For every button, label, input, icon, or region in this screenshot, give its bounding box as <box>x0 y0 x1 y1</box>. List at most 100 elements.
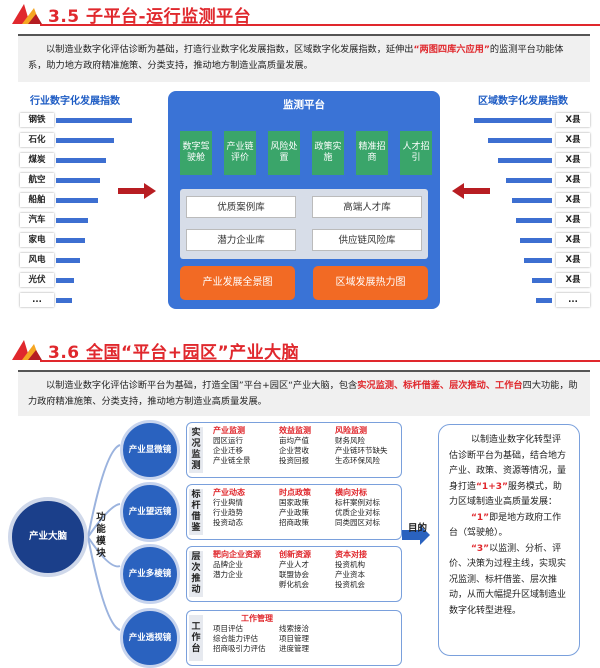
index-label: X县 <box>556 113 590 127</box>
module-item: 园区运行 <box>213 436 243 445</box>
goal-highlight: “1” <box>471 512 490 523</box>
intro-text-end: 的监测平台功能体系，助力地方政府精准施策、分类支持，推动地方制造业高质量发展。 <box>28 44 564 71</box>
index-label: X县 <box>556 153 590 167</box>
arrow-left-icon <box>452 183 490 199</box>
arrow-right-icon <box>118 183 156 199</box>
module-item: 产业链全景 <box>213 456 251 465</box>
module-column: 资本对接投资机构产业资本投资机会 <box>335 550 367 590</box>
index-label: X县 <box>556 133 590 147</box>
module-column: 效益监测亩均产值企业营收投资回报 <box>279 426 311 466</box>
index-row: ... <box>0 293 600 307</box>
module-item: 生态环保风险 <box>335 456 380 465</box>
goal-highlight: “3” <box>471 543 490 554</box>
index-row: 石化 <box>0 133 600 147</box>
index-label: X县 <box>556 233 590 247</box>
module-column: 靶向企业资源品牌企业潜力企业 <box>213 550 261 580</box>
module-item: 企业迁移 <box>213 446 243 455</box>
industry-index-title: 行业数字化发展指数 <box>30 96 120 107</box>
module-box: 工作台工作管理项目评估综合能力评估招商吸引力评估线索接洽项目管理进度管理 <box>186 610 402 666</box>
index-label: X县 <box>556 213 590 227</box>
module-item: 孵化机会 <box>279 580 309 589</box>
index-row: X县 <box>0 253 600 267</box>
index-bar <box>56 198 98 203</box>
index-label: ... <box>20 293 54 307</box>
module-column: 创新资源产业人才联盟协会孵化机会 <box>279 550 311 590</box>
module-column: 风险监测财务风险产业链环节缺失生态环保风险 <box>335 426 388 466</box>
section-title: 3.6 全国“平台+园区”产业大脑 <box>48 343 300 363</box>
module-item: 投资回报 <box>279 456 309 465</box>
index-label: X县 <box>556 273 590 287</box>
index-label: 光伏 <box>20 273 54 287</box>
module-column: 线索接洽项目管理进度管理 <box>279 624 309 654</box>
goal-highlight: “1+3” <box>476 481 508 492</box>
goal-text: 以监测、分析、评价、决策为过程主线，实现实况监测、标杆借鉴、层次推动，从而大幅提… <box>449 543 567 616</box>
index-row: X县 <box>0 213 600 227</box>
index-label: X县 <box>556 173 590 187</box>
index-label: X县 <box>556 253 590 267</box>
module-item: 产业链环节缺失 <box>335 446 388 455</box>
goal-text: 以制造业数字化转型评估诊断平台为基础，结合地方产业、政策、资源等情况，量身打造 <box>449 435 567 492</box>
module-item: 国家政策 <box>279 498 309 507</box>
monitoring-platform: 监测平台 数字驾驶舱产业链评价风险处置政策实施精准招商人才招引 优质案例库 高端… <box>168 91 440 309</box>
platform-app: 精准招商 <box>356 131 388 175</box>
section-title: 3.5 子平台-运行监测平台 <box>48 7 252 27</box>
module-column-header: 资本对接 <box>335 550 367 559</box>
index-label: 钢铁 <box>20 113 54 127</box>
index-bar <box>516 218 552 223</box>
index-label: 船舶 <box>20 193 54 207</box>
section-logo-icon <box>12 340 42 360</box>
index-bar <box>498 158 552 163</box>
index-row: ... <box>0 293 600 307</box>
goal-label: 目的 <box>408 523 428 534</box>
index-bar <box>536 298 552 303</box>
module-item: 招商吸引力评估 <box>213 644 266 653</box>
index-bar <box>56 298 72 303</box>
index-label: 家电 <box>20 233 54 247</box>
platform-app: 风险处置 <box>268 131 300 175</box>
module-column: 横向对标标杆案例对标优质企业对标同类园区对标 <box>335 488 380 528</box>
intro-highlight: “两图四库六应用” <box>413 44 490 55</box>
module-item: 企业营收 <box>279 446 309 455</box>
index-bar <box>56 118 132 123</box>
module-box: 层次推动靶向企业资源品牌企业潜力企业创新资源产业人才联盟协会孵化机会资本对接投资… <box>186 546 402 602</box>
module-box: 标杆借鉴产业动态行业舆情行业趋势投资动态时点政策国家政策产业政策招商政策横向对标… <box>186 484 402 540</box>
platform-app: 产业链评价 <box>224 131 256 175</box>
goal-description: 以制造业数字化转型评估诊断平台为基础，结合地方产业、政策、资源等情况，量身打造“… <box>438 424 580 656</box>
index-label: 风电 <box>20 253 54 267</box>
module-item: 投资动态 <box>213 518 243 527</box>
intro-highlight: 实况监测、标杆借鉴、层次推动、工作台 <box>357 380 523 391</box>
section-3-6-header: 3.6 全国“平台+园区”产业大脑 <box>0 336 600 363</box>
module-item: 联盟协会 <box>279 570 309 579</box>
library-item: 潜力企业库 <box>186 229 296 251</box>
index-label: ... <box>556 293 590 307</box>
library-item: 高端人才库 <box>312 196 422 218</box>
module-item: 同类园区对标 <box>335 518 380 527</box>
section-3-5-header: 3.5 子平台-运行监测平台 <box>0 0 600 27</box>
platform-app: 人才招引 <box>400 131 432 175</box>
index-bar <box>488 138 552 143</box>
module-circle: 产业多棱镜 <box>120 544 180 604</box>
module-item: 标杆案例对标 <box>335 498 380 507</box>
function-module-label: 功能模块 <box>96 512 106 559</box>
platform-title: 监测平台 <box>283 99 325 111</box>
intro-text: 以制造业数字化评估诊断平台为基础，打造全国”平台+园区“产业大脑，包含 <box>46 380 358 391</box>
section-logo-icon <box>12 4 42 24</box>
index-bar <box>532 278 552 283</box>
module-item: 产业资本 <box>335 570 365 579</box>
index-bar <box>474 118 552 123</box>
module-column-header: 时点政策 <box>279 488 311 497</box>
module-item: 综合能力评估 <box>213 634 258 643</box>
index-row: X县 <box>0 233 600 247</box>
module-item: 招商政策 <box>279 518 309 527</box>
module-box: 实况监测产业监测园区运行企业迁移产业链全景效益监测亩均产值企业营收投资回报风险监… <box>186 422 402 478</box>
index-label: X县 <box>556 193 590 207</box>
module-item: 行业趋势 <box>213 508 243 517</box>
module-item: 投资机会 <box>335 580 365 589</box>
module-item: 项目评估 <box>213 624 243 633</box>
module-item: 财务风险 <box>335 436 365 445</box>
module-column-header: 横向对标 <box>335 488 367 497</box>
module-item: 行业舆情 <box>213 498 243 507</box>
index-row: X县 <box>0 113 600 127</box>
index-bar <box>520 238 552 243</box>
section-3-6-intro: 以制造业数字化评估诊断平台为基础，打造全国”平台+园区“产业大脑，包含实况监测、… <box>18 370 590 416</box>
